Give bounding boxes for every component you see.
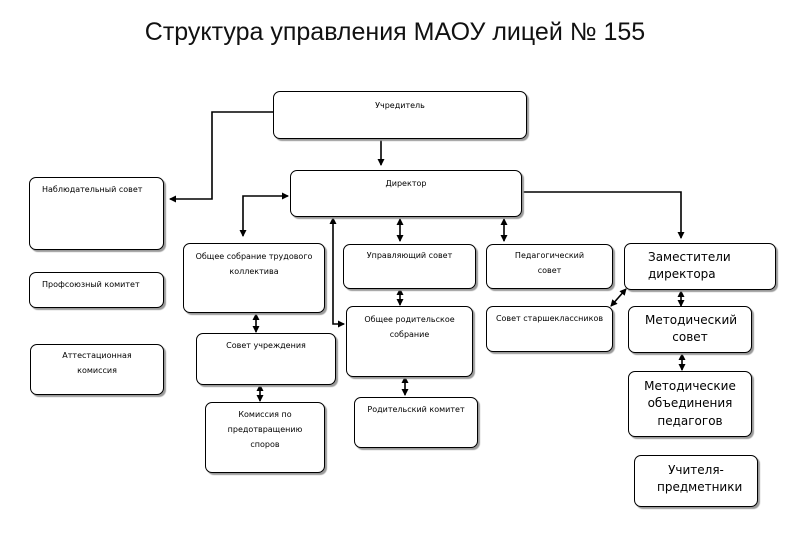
link-founder-supervisory (169, 111, 274, 203)
link-deputies-students (610, 288, 627, 307)
node-founder: Учредитель (273, 91, 527, 139)
node-methodical-associations: Методические объединения педагогов (628, 371, 752, 437)
node-trade-union: Профсоюзный комитет (29, 272, 164, 308)
node-attestation: Аттестационная комиссия (30, 344, 164, 395)
link-director-parents (329, 217, 345, 328)
node-deputy-directors: Заместители директора (624, 243, 776, 290)
node-parents-meeting: Общее родительское собрание (346, 306, 473, 377)
node-methodical-council: Методический совет (628, 306, 752, 353)
node-pedagogical-council: Педагогический совет (486, 244, 613, 289)
node-parents-committee: Родительский комитет (354, 397, 478, 448)
node-director: Директор (290, 170, 522, 217)
link-director-deputies (521, 191, 685, 239)
node-supervisory-board: Наблюдательный совет (29, 177, 164, 250)
page-title: Структура управления МАОУ лицей № 155 (144, 18, 646, 46)
node-subject-teachers: Учителя-предметники (634, 455, 758, 507)
node-dispute-commission: Комиссия по предотвращению споров (205, 402, 325, 473)
link-director-general-meeting (239, 192, 289, 237)
node-senior-students-council: Совет старшеклассников (486, 306, 613, 352)
node-governing-council: Управляющий совет (343, 244, 476, 289)
node-institution-council: Совет учреждения (196, 333, 336, 385)
node-general-meeting: Общее собрание трудового коллектива (183, 243, 325, 313)
